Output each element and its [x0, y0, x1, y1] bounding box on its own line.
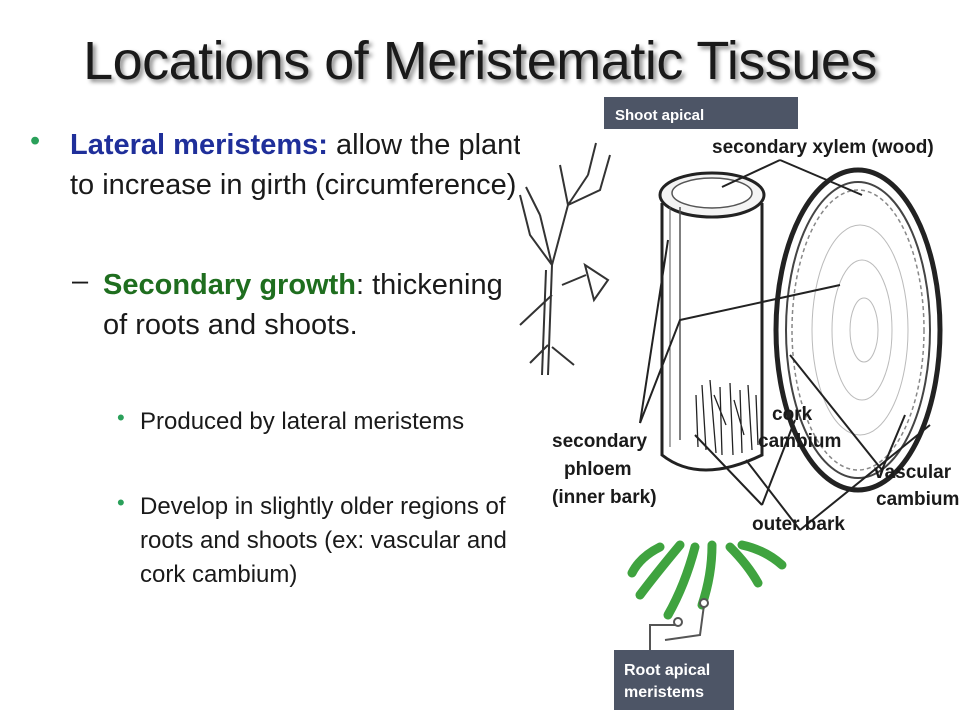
- phloem-label: phloem: [564, 459, 632, 480]
- sub-bullet-text: : thickening of roots and shoots.: [103, 269, 503, 341]
- bullet-term: Lateral meristems:: [70, 129, 328, 161]
- pointer-lines: [639, 159, 931, 531]
- stem-cross-section-diagram: Shoot apical secondary xyle: [519, 97, 960, 710]
- wood-cross-section: [773, 167, 943, 493]
- cork-cambium-label: cambium: [758, 431, 841, 452]
- stem-cylinder: [658, 171, 766, 472]
- bullet-dot: •: [117, 405, 125, 430]
- bullet-lateral-meristems: Lateral meristems: allow the plant to in…: [70, 125, 540, 205]
- shoot-apical-label-box: [604, 97, 798, 129]
- vascular-label: vascular: [874, 462, 952, 483]
- inner-bark-label: (inner bark): [552, 487, 657, 508]
- cork-label: cork: [772, 404, 813, 425]
- slide-title: Locations of Meristematic Tissues: [83, 31, 877, 91]
- outer-bark-label: outer bark: [752, 514, 845, 535]
- bullet-dot: •: [30, 125, 41, 157]
- sub-bullet-term: Secondary growth: [103, 269, 356, 301]
- bullet-dot: •: [117, 490, 125, 515]
- subsub-bullet-produced: Produced by lateral meristems: [140, 408, 465, 435]
- root-pointer: [649, 598, 709, 650]
- root-apical-label-box: [614, 650, 734, 710]
- root-apical-label: Root apical: [624, 662, 710, 679]
- bullet-text: allow the plant to increase in girth (ci…: [70, 129, 522, 201]
- sub-bullet-secondary-growth: Secondary growth: thickening of roots an…: [103, 265, 533, 345]
- vascular-cambium-label: cambium: [876, 489, 959, 510]
- secondary-label: secondary: [552, 431, 647, 452]
- subsub-bullet-develop: Develop in slightly older regions of roo…: [140, 493, 507, 588]
- secondary-xylem-label: secondary xylem (wood): [712, 137, 934, 158]
- sub-bullet-dash: –: [72, 265, 89, 297]
- shoot-apical-label: Shoot apical: [615, 107, 704, 124]
- tree-sketch: [519, 142, 611, 376]
- root-meristems-label: meristems: [624, 684, 704, 701]
